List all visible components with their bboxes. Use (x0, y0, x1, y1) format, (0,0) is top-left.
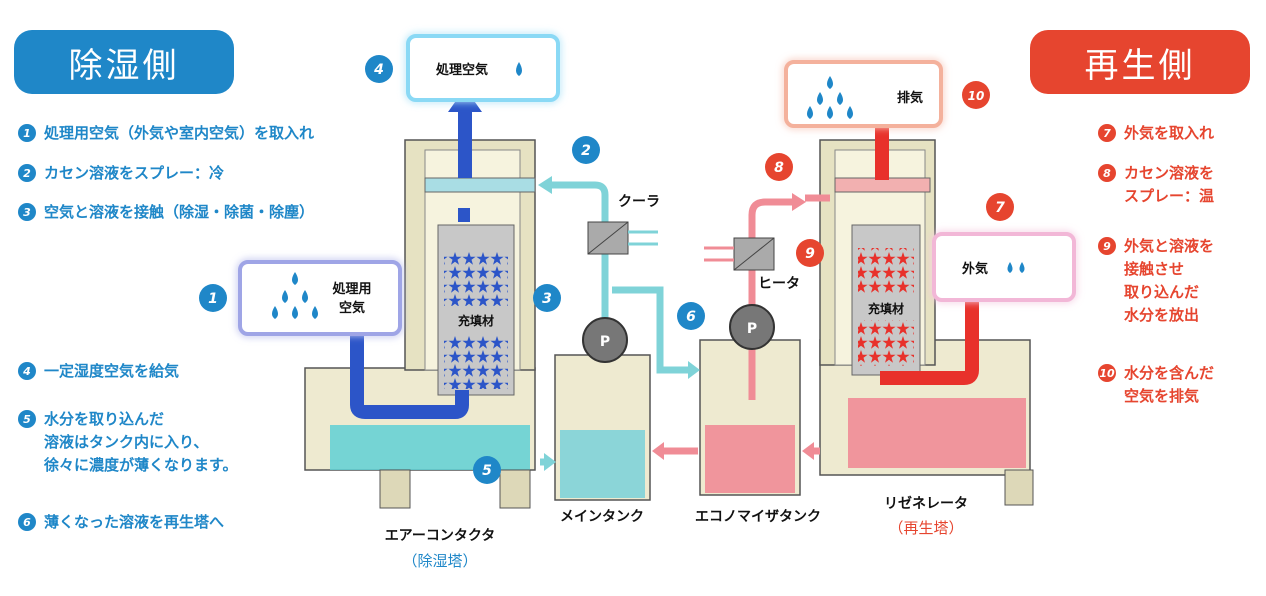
pump-left-label: P (600, 334, 610, 350)
outside-air-label: 外気 (961, 261, 988, 277)
marker-10: 10 (968, 89, 985, 103)
marker-8: 8 (774, 160, 784, 176)
marker-7: 7 (995, 200, 1005, 216)
step-3-number: 3 (18, 203, 36, 221)
cooler-label: クーラ (618, 194, 660, 210)
step-3: 3 空気と溶液を接触（除湿・除菌・除塵） (18, 201, 314, 224)
step-9: 9 外気と溶液を 接触させ 取り込んだ 水分を放出 (1098, 235, 1214, 327)
pump-right-icon: P (729, 304, 775, 350)
step-6-text: 薄くなった溶液を再生塔へ (44, 513, 225, 531)
step-9-text: 外気と溶液を 接触させ 取り込んだ 水分を放出 (1124, 237, 1215, 324)
treated-air-box: 処理空気 (406, 34, 560, 102)
step-8-text: カセン溶液を スプレー：温 (1124, 164, 1215, 205)
marker-1-icon (199, 284, 227, 312)
process-air-label-1: 処理用 (331, 281, 371, 297)
water-drop-icon (1019, 262, 1025, 273)
economizer-tank-label: エコノマイザタンク (695, 509, 821, 525)
step-2: 2 カセン溶液をスプレー：冷 (18, 162, 224, 185)
marker-9-icon (796, 239, 824, 267)
step-1-number: 1 (18, 124, 36, 142)
marker-3: 3 (542, 291, 552, 307)
step-7-number: 7 (1098, 124, 1116, 142)
exhaust-label: 排気 (897, 90, 923, 106)
air-contactor-sublabel: （除湿塔） (402, 552, 477, 570)
step-6-number: 6 (18, 513, 36, 531)
heater-label: ヒータ (758, 276, 800, 292)
marker-1: 1 (208, 291, 218, 307)
packing-label-right: 充填材 (868, 301, 904, 316)
step-5-text: 水分を取り込んだ 溶液はタンク内に入り、 徐々に濃度が薄くなります。 (44, 410, 238, 474)
marker-4: 4 (373, 62, 384, 78)
regenerator-sublabel: （再生塔） (888, 519, 963, 537)
step-10-number: 10 (1098, 364, 1116, 382)
regenerator-label: リゼネレータ (884, 495, 968, 512)
step-7-text: 外気を取入れ (1124, 124, 1215, 142)
process-air-box: 処理用 空気 (238, 260, 402, 336)
pump-right-label: P (747, 321, 757, 337)
water-drop-icon (1007, 262, 1013, 273)
step-3-text: 空気と溶液を接触（除湿・除菌・除塵） (44, 203, 315, 221)
marker-5: 5 (482, 463, 492, 479)
packing-label-left: 充填材 (458, 313, 494, 328)
step-10: 10 水分を含んだ 空気を排気 (1098, 362, 1214, 408)
step-10-text: 水分を含んだ 空気を排気 (1124, 364, 1215, 405)
marker-2: 2 (581, 143, 591, 159)
step-1: 1 処理用空気（外気や室内空気）を取入れ (18, 122, 314, 145)
marker-6: 6 (686, 309, 696, 325)
heater-unit (704, 237, 775, 271)
main-tank (554, 354, 651, 501)
marker-2-icon (572, 136, 600, 164)
marker-10-icon (962, 81, 990, 109)
step-4: 4 一定湿度空気を給気 (18, 360, 179, 383)
exhaust-box: 排気 (784, 60, 943, 128)
cooler-unit (587, 221, 658, 255)
marker-6-icon (677, 302, 705, 330)
pump-left-icon: P (582, 317, 628, 363)
process-air-label-2: 空気 (339, 300, 365, 316)
marker-7-icon (986, 193, 1014, 221)
marker-4-icon (365, 55, 393, 83)
step-8-number: 8 (1098, 164, 1116, 182)
water-drops-exhaust-icon (807, 76, 853, 119)
step-4-number: 4 (18, 362, 36, 380)
water-drop-icon (516, 62, 522, 76)
step-7: 7 外気を取入れ (1098, 122, 1214, 145)
step-6: 6 薄くなった溶液を再生塔へ (18, 511, 224, 534)
step-5: 5 水分を取り込んだ 溶液はタンク内に入り、 徐々に濃度が薄くなります。 (18, 408, 238, 477)
step-8: 8 カセン溶液を スプレー：温 (1098, 162, 1214, 208)
main-tank-label: メインタンク (560, 509, 644, 525)
marker-8-icon (765, 153, 793, 181)
dehumidify-side-title: 除湿側 (14, 30, 234, 94)
regeneration-side-title: 再生側 (1030, 30, 1250, 94)
step-9-number: 9 (1098, 237, 1116, 255)
step-1-text: 処理用空気（外気や室内空気）を取入れ (44, 124, 315, 142)
water-drops-icon (272, 272, 318, 319)
marker-5-icon (473, 456, 501, 484)
outside-air-box: 外気 (932, 232, 1076, 302)
step-2-number: 2 (18, 164, 36, 182)
step-4-text: 一定湿度空気を給気 (44, 362, 180, 380)
air-contactor-label: エアーコンタクタ (385, 528, 496, 544)
marker-3-icon (533, 284, 561, 312)
step-5-number: 5 (18, 410, 36, 428)
step-2-text: カセン溶液をスプレー：冷 (44, 164, 225, 182)
marker-9: 9 (805, 246, 815, 262)
treated-air-label: 処理空気 (435, 62, 488, 78)
